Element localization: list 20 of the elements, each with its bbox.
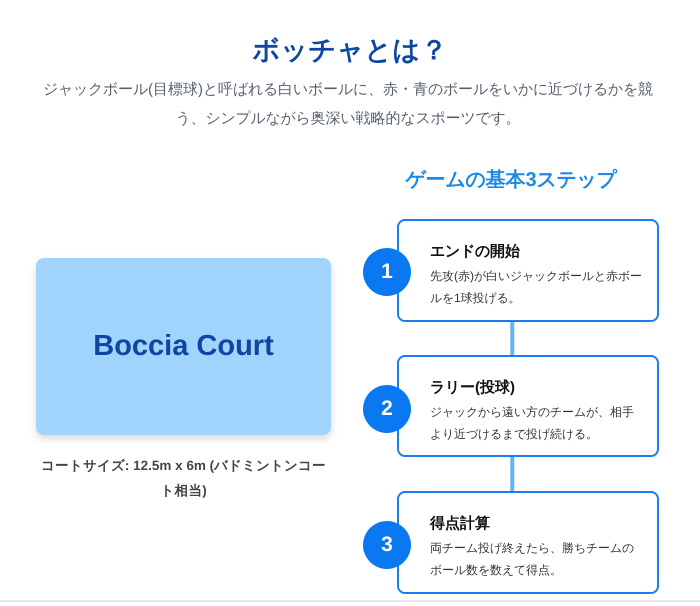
section-heading: ゲームの基本3ステップ [404,168,618,193]
court-title: Boccia Court [92,329,275,364]
step-title: エンドの開始 [430,242,521,262]
connector-line [510,457,514,491]
step-number: 3 [363,521,411,569]
step-number: 1 [363,248,411,296]
court-panel [36,258,331,435]
step-description: ジャックから遠い方のチームが、相手より近づけるまで投げ続ける。 [430,404,635,443]
step-title: 得点計算 [430,514,491,534]
step-card [397,355,659,457]
step-title: ラリー(投球) [430,378,516,398]
step-card [397,491,659,594]
connector-line [510,322,514,355]
page-title: ボッチャとは？ [252,34,448,67]
step-number: 2 [363,385,411,433]
step-description: 先攻(赤)が白いジャックボールと赤ボールを1球投げる。 [430,268,643,307]
intro-text: ジャックボール(目標球)と呼ばれる白いボールに、赤・青のボールをいかに近づけるかを競う、シンプルながら奥深い戦略的なスポーツです。 [42,80,654,129]
step-card [397,219,659,322]
step-description: 両チーム投げ終えたら、勝ちチームのボール数を数えて得点。 [430,540,635,579]
court-size-caption: コートサイズ: 12.5m x 6m (バドミントンコート相当) [40,457,328,500]
